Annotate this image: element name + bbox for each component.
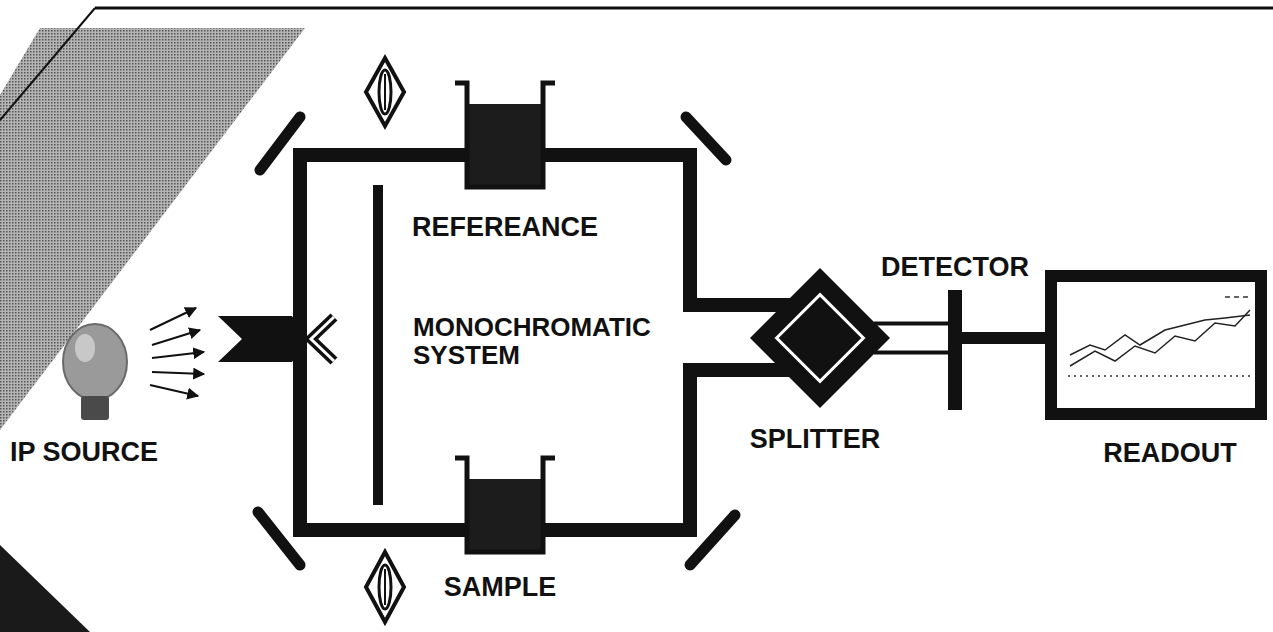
light-beam — [962, 338, 1045, 339]
light-rays — [150, 308, 204, 396]
readout-trace — [1057, 282, 1255, 408]
cuvette-outline — [455, 80, 555, 190]
grey-band — [0, 28, 305, 430]
cell-liquid — [469, 104, 541, 186]
light-beam — [555, 370, 782, 530]
lamp-bulb — [63, 324, 127, 420]
beam-splitter: SPLITTER — [750, 268, 890, 408]
beam-path — [962, 332, 1045, 344]
cell-liquid — [469, 479, 541, 551]
splitter-face — [777, 295, 864, 382]
source-node: IP SOURCE — [10, 305, 335, 470]
top-rule — [95, 7, 1273, 10]
detector-bar: DETECTOR — [948, 290, 962, 410]
beam-path — [555, 370, 782, 530]
part-label: MONOCHROMATIC SYSTEM — [413, 313, 683, 369]
reference-cell: REFEREANCE — [455, 80, 555, 190]
node-label: SAMPLE — [444, 573, 557, 603]
light-beam — [300, 470, 455, 530]
lens — [366, 552, 404, 622]
beam-path — [300, 470, 455, 530]
splitter-diamond — [750, 268, 890, 408]
cell-holder — [455, 83, 555, 187]
node-label: IP SOURCE — [10, 438, 158, 468]
cell-holder — [455, 458, 555, 552]
node-label: SPLITTER — [750, 425, 881, 455]
readout-box: READOUT — [1045, 270, 1267, 420]
node-label: REFEREANCE — [412, 213, 598, 243]
splitter-body — [750, 268, 890, 408]
beam-divider — [218, 316, 334, 362]
node-label: READOUT — [1103, 439, 1237, 469]
sample-cell: SAMPLE — [455, 455, 555, 555]
monochromator-bar — [373, 185, 383, 505]
cuvette-outline — [455, 455, 555, 555]
corner-rule — [0, 8, 95, 120]
node-label: DETECTOR — [881, 253, 1029, 283]
lens — [366, 58, 404, 126]
dark-corner — [0, 545, 90, 632]
